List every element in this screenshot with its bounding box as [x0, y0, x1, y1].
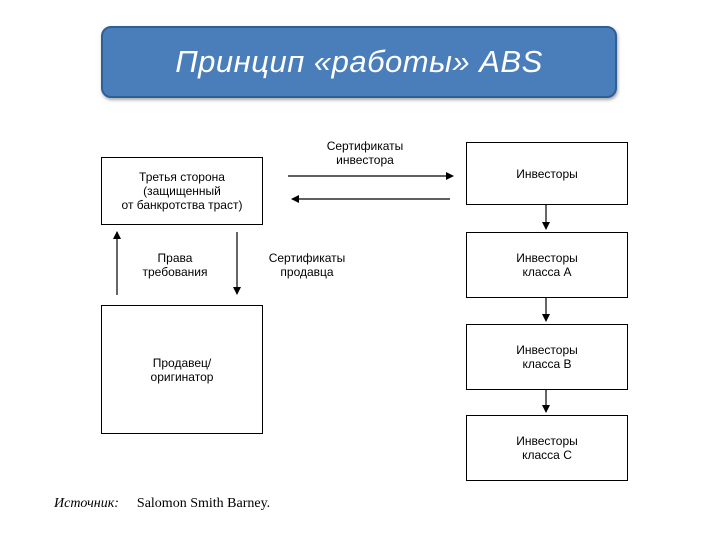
investors-box: Инвесторы	[466, 142, 628, 205]
investor-certificates-label: Сертификаты инвестора	[326, 139, 404, 167]
third-party-label: Третья сторона (защищенный от банкротств…	[121, 170, 243, 212]
title-banner: Принцип «работы» ABS	[101, 26, 617, 98]
slide-title: Принцип «работы» ABS	[175, 44, 543, 79]
seller-box: Продавец/ оригинатор	[101, 305, 263, 434]
investors-class-c-box: Инвесторы класса С	[466, 415, 628, 481]
investors-class-b-label: Инвесторы класса В	[516, 343, 578, 371]
investors-class-b-box: Инвесторы класса В	[466, 324, 628, 390]
investors-class-a-box: Инвесторы класса А	[466, 232, 628, 298]
source-label: Источник:	[54, 496, 119, 511]
seller-label: Продавец/ оригинатор	[150, 355, 214, 384]
claim-rights-label: Права требования	[142, 251, 208, 279]
source-value: Salomon Smith Barney.	[136, 496, 271, 511]
source-note: Источник: Salomon Smith Barney.	[54, 496, 270, 512]
investors-class-c-label: Инвесторы класса С	[516, 434, 578, 462]
seller-certificates-label: Сертификаты продавца	[268, 251, 346, 279]
third-party-box: Третья сторона (защищенный от банкротств…	[101, 157, 263, 225]
investors-label: Инвесторы	[516, 166, 578, 181]
investors-class-a-label: Инвесторы класса А	[516, 251, 578, 279]
